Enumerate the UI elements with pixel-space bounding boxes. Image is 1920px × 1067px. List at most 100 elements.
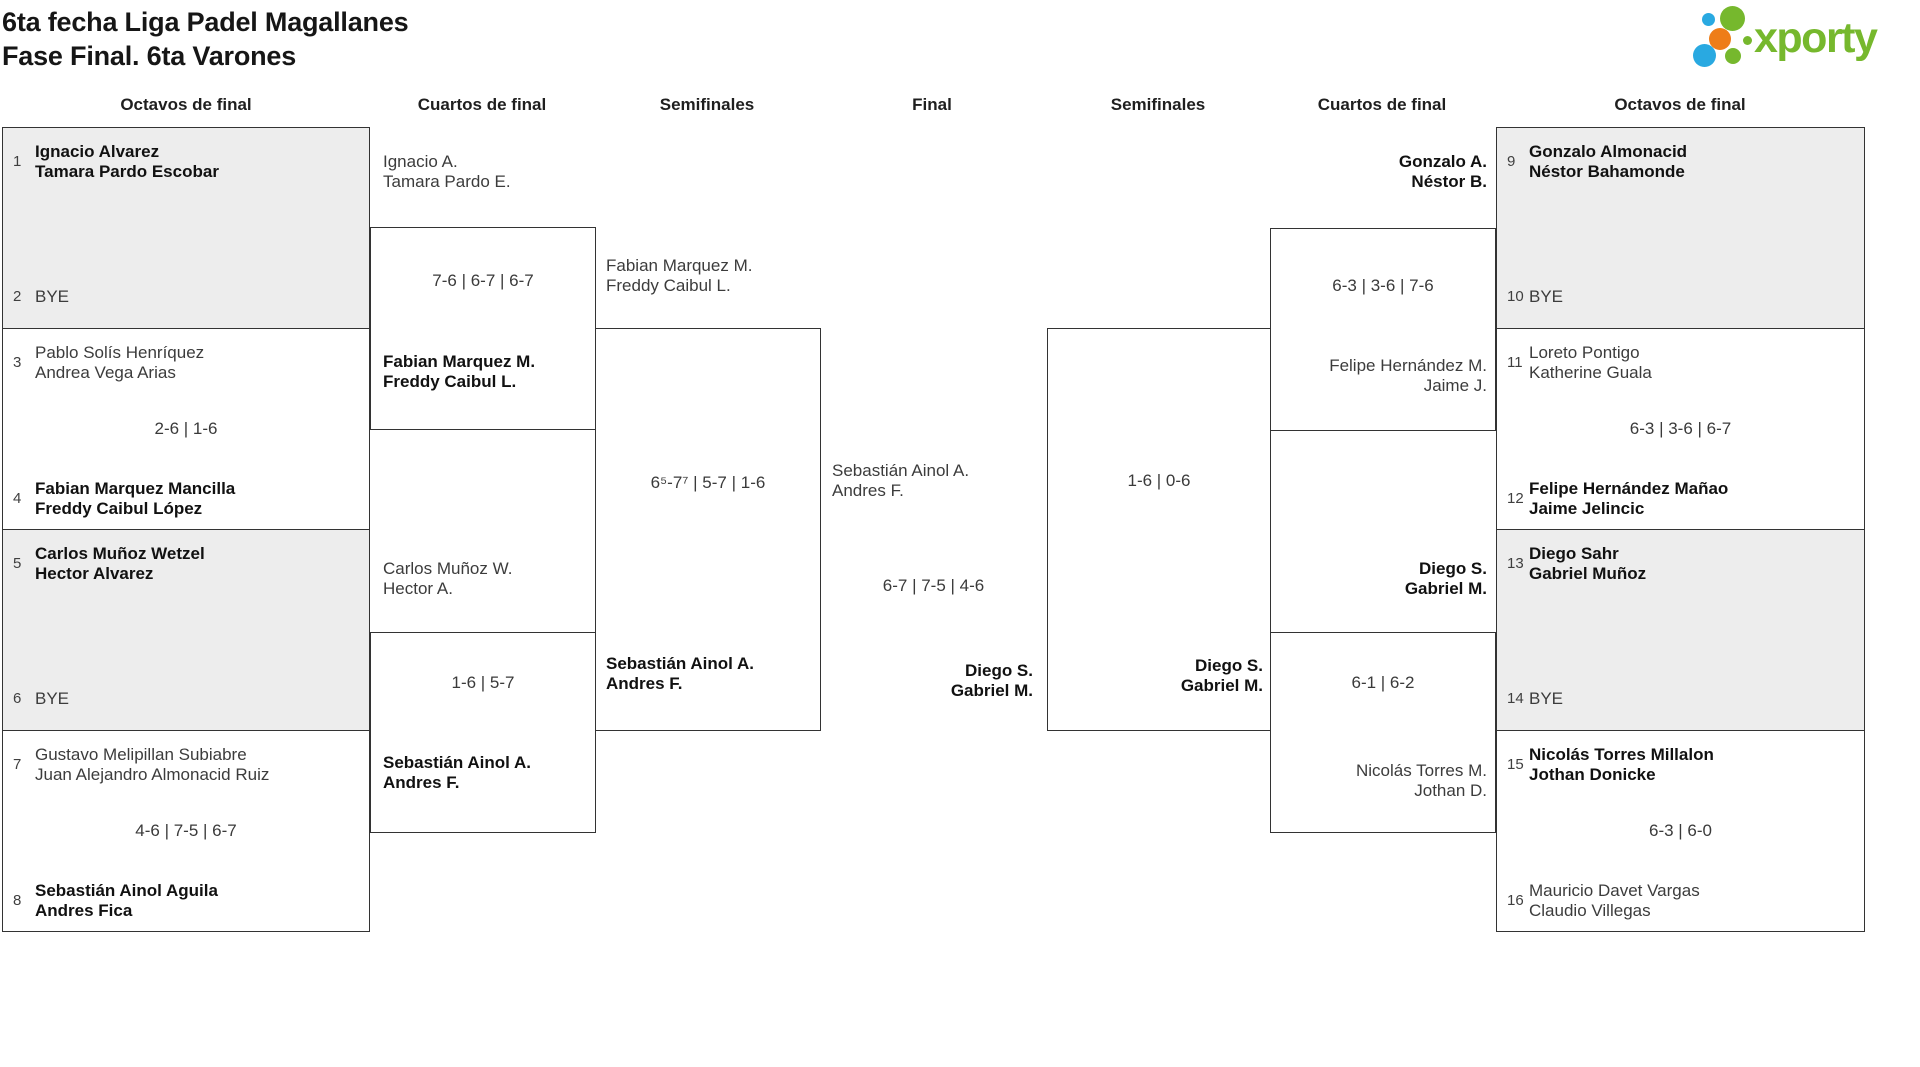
bye-label: BYE <box>1529 688 1564 708</box>
logo-dot-green-small <box>1725 48 1741 64</box>
match-score: 1-6 | 5-7 <box>451 673 515 692</box>
team-name: Nicolás Torres Millalon Jothan Donicke <box>1529 745 1714 784</box>
match-box-semis-left[interactable] <box>595 328 821 731</box>
round-header-final: Final <box>912 95 952 114</box>
match-box-octavos-l1[interactable]: 1 Ignacio Alvarez Tamara Pardo Escobar 2… <box>2 127 370 329</box>
bye-label: BYE <box>1529 286 1564 306</box>
match-box-octavos-r4[interactable]: 15 Nicolás Torres Millalon Jothan Donick… <box>1496 730 1865 932</box>
match-box-octavos-r2[interactable]: 11 Loreto Pontigo Katherine Guala 6-3 | … <box>1496 328 1865 530</box>
match-score: 6-3 | 3-6 | 6-7 <box>1629 419 1732 438</box>
team-slot: 13 Diego Sahr Gabriel Muñoz <box>1497 544 1864 583</box>
team-slot-bye: 2 BYE <box>3 287 369 307</box>
match-score: 1-6 | 0-6 <box>1127 471 1191 490</box>
team-name: Gustavo Melipillan Subiabre Juan Alejand… <box>35 745 270 784</box>
team-slot: 8 Sebastián Ainol Aguila Andres Fica <box>3 881 369 920</box>
team-name: Sebastián Ainol A. Andres F. <box>832 461 970 500</box>
team-slot: 12 Felipe Hernández Mañao Jaime Jelincic <box>1497 479 1864 518</box>
logo-dot-orange <box>1709 28 1731 50</box>
tournament-name: 6ta fecha Liga Padel Magallanes <box>2 7 409 37</box>
seed-number: 3 <box>13 354 22 371</box>
seed-number: 11 <box>1507 354 1523 371</box>
match-box-octavos-l3[interactable]: 5 Carlos Muñoz Wetzel Hector Alvarez 6 B… <box>2 529 370 731</box>
team-name-winner: Gonzalo A. Néstor B. <box>1398 152 1487 191</box>
match-score: 7-6 | 6-7 | 6-7 <box>432 271 534 290</box>
team-name-winner: Fabian Marquez M. Freddy Caibul L. <box>383 352 536 391</box>
seed-number: 9 <box>1507 153 1516 170</box>
team-slot: 15 Nicolás Torres Millalon Jothan Donick… <box>1497 745 1864 784</box>
team-slot-bye: 10 BYE <box>1497 287 1864 307</box>
seed-number: 15 <box>1507 756 1524 773</box>
team-slot: 9 Gonzalo Almonacid Néstor Bahamonde <box>1497 142 1864 181</box>
match-score: 6⁵-7⁷ | 5-7 | 1-6 <box>650 473 766 492</box>
team-slot-bye: 6 BYE <box>3 689 369 709</box>
page-title: 6ta fecha Liga Padel Magallanes Fase Fin… <box>2 5 409 73</box>
team-name-champion: Diego S. Gabriel M. <box>950 661 1033 700</box>
round-header-cuartos-right: Cuartos de final <box>1317 95 1447 114</box>
bye-label: BYE <box>35 286 70 306</box>
match-box-cuartos-r2[interactable] <box>1270 632 1496 833</box>
match-score: 6-1 | 6-2 <box>1351 673 1415 692</box>
round-header-cuartos-left: Cuartos de final <box>417 95 547 114</box>
round-header-octavos-right: Octavos de final <box>1614 95 1746 114</box>
team-name: Carlos Muñoz Wetzel Hector Alvarez <box>35 544 205 583</box>
team-name-winner: Sebastián Ainol A. Andres F. <box>606 654 754 693</box>
team-name: Pablo Solís Henríquez Andrea Vega Arias <box>35 343 205 382</box>
round-header-semis-right: Semifinales <box>1110 95 1206 114</box>
team-name: Carlos Muñoz W. Hector A. <box>383 559 513 598</box>
seed-number: 4 <box>13 490 22 507</box>
team-name-winner: Sebastián Ainol A. Andres F. <box>383 753 531 792</box>
team-name: Diego Sahr Gabriel Muñoz <box>1529 544 1647 583</box>
team-name: Gonzalo Almonacid Néstor Bahamonde <box>1529 142 1688 181</box>
seed-number: 5 <box>13 555 22 572</box>
team-slot: 16 Mauricio Davet Vargas Claudio Villega… <box>1497 881 1864 920</box>
seed-number: 7 <box>13 756 22 773</box>
match-box-cuartos-l1[interactable] <box>370 227 596 430</box>
team-name: Fabian Marquez M. Freddy Caibul L. <box>606 256 753 295</box>
team-name: Ignacio A. Tamara Pardo E. <box>383 152 511 191</box>
seed-number: 12 <box>1507 490 1524 507</box>
match-score: 6-3 | 6-0 <box>1648 821 1712 840</box>
match-box-semis-right[interactable] <box>1047 328 1271 731</box>
logo-dot-blue-large <box>1693 44 1716 67</box>
logo-dot-blue-small <box>1702 13 1715 26</box>
team-name: Fabian Marquez Mancilla Freddy Caibul Ló… <box>35 479 236 518</box>
team-name: Felipe Hernández M. Jaime J. <box>1329 356 1487 395</box>
team-name: Mauricio Davet Vargas Claudio Villegas <box>1529 881 1700 920</box>
team-name-winner: Diego S. Gabriel M. <box>1180 656 1263 695</box>
logo-dot-green-large <box>1720 6 1745 31</box>
match-box-octavos-r3[interactable]: 13 Diego Sahr Gabriel Muñoz 14 BYE <box>1496 529 1865 731</box>
seed-number: 10 <box>1507 287 1524 305</box>
team-slot: 1 Ignacio Alvarez Tamara Pardo Escobar <box>3 142 369 181</box>
bye-label: BYE <box>35 688 70 708</box>
match-score: 2-6 | 1-6 <box>154 419 218 438</box>
match-box-octavos-l2[interactable]: 3 Pablo Solís Henríquez Andrea Vega Aria… <box>2 328 370 530</box>
team-name: Nicolás Torres M. Jothan D. <box>1356 761 1487 800</box>
seed-number: 6 <box>13 689 22 707</box>
seed-number: 14 <box>1507 689 1524 707</box>
team-name: Sebastián Ainol Aguila Andres Fica <box>35 881 218 920</box>
match-score: 4-6 | 7-5 | 6-7 <box>135 821 237 840</box>
seed-number: 2 <box>13 287 22 305</box>
match-box-octavos-l4[interactable]: 7 Gustavo Melipillan Subiabre Juan Aleja… <box>2 730 370 932</box>
round-header-octavos-left: Octavos de final <box>120 95 252 114</box>
seed-number: 1 <box>13 153 22 170</box>
match-box-octavos-r1[interactable]: 9 Gonzalo Almonacid Néstor Bahamonde 10 … <box>1496 127 1865 329</box>
match-box-cuartos-r1[interactable] <box>1270 228 1496 431</box>
team-slot: 3 Pablo Solís Henríquez Andrea Vega Aria… <box>3 343 369 382</box>
match-score: 6-7 | 7-5 | 4-6 <box>882 576 985 595</box>
phase-name: Fase Final. 6ta Varones <box>2 41 297 71</box>
match-box-cuartos-l2[interactable] <box>370 632 596 833</box>
team-name-winner: Diego S. Gabriel M. <box>1404 559 1487 598</box>
xporty-logo[interactable]: xporty <box>1690 2 1918 80</box>
team-slot: 7 Gustavo Melipillan Subiabre Juan Aleja… <box>3 745 369 784</box>
seed-number: 8 <box>13 892 22 909</box>
match-score: 6-3 | 3-6 | 7-6 <box>1332 276 1434 295</box>
logo-dot-green-tiny <box>1743 36 1752 45</box>
team-name: Loreto Pontigo Katherine Guala <box>1529 343 1652 382</box>
team-name: Ignacio Alvarez Tamara Pardo Escobar <box>35 142 219 181</box>
team-name: Felipe Hernández Mañao Jaime Jelincic <box>1529 479 1729 518</box>
team-slot-bye: 14 BYE <box>1497 689 1864 709</box>
seed-number: 13 <box>1507 555 1524 572</box>
team-slot: 5 Carlos Muñoz Wetzel Hector Alvarez <box>3 544 369 583</box>
